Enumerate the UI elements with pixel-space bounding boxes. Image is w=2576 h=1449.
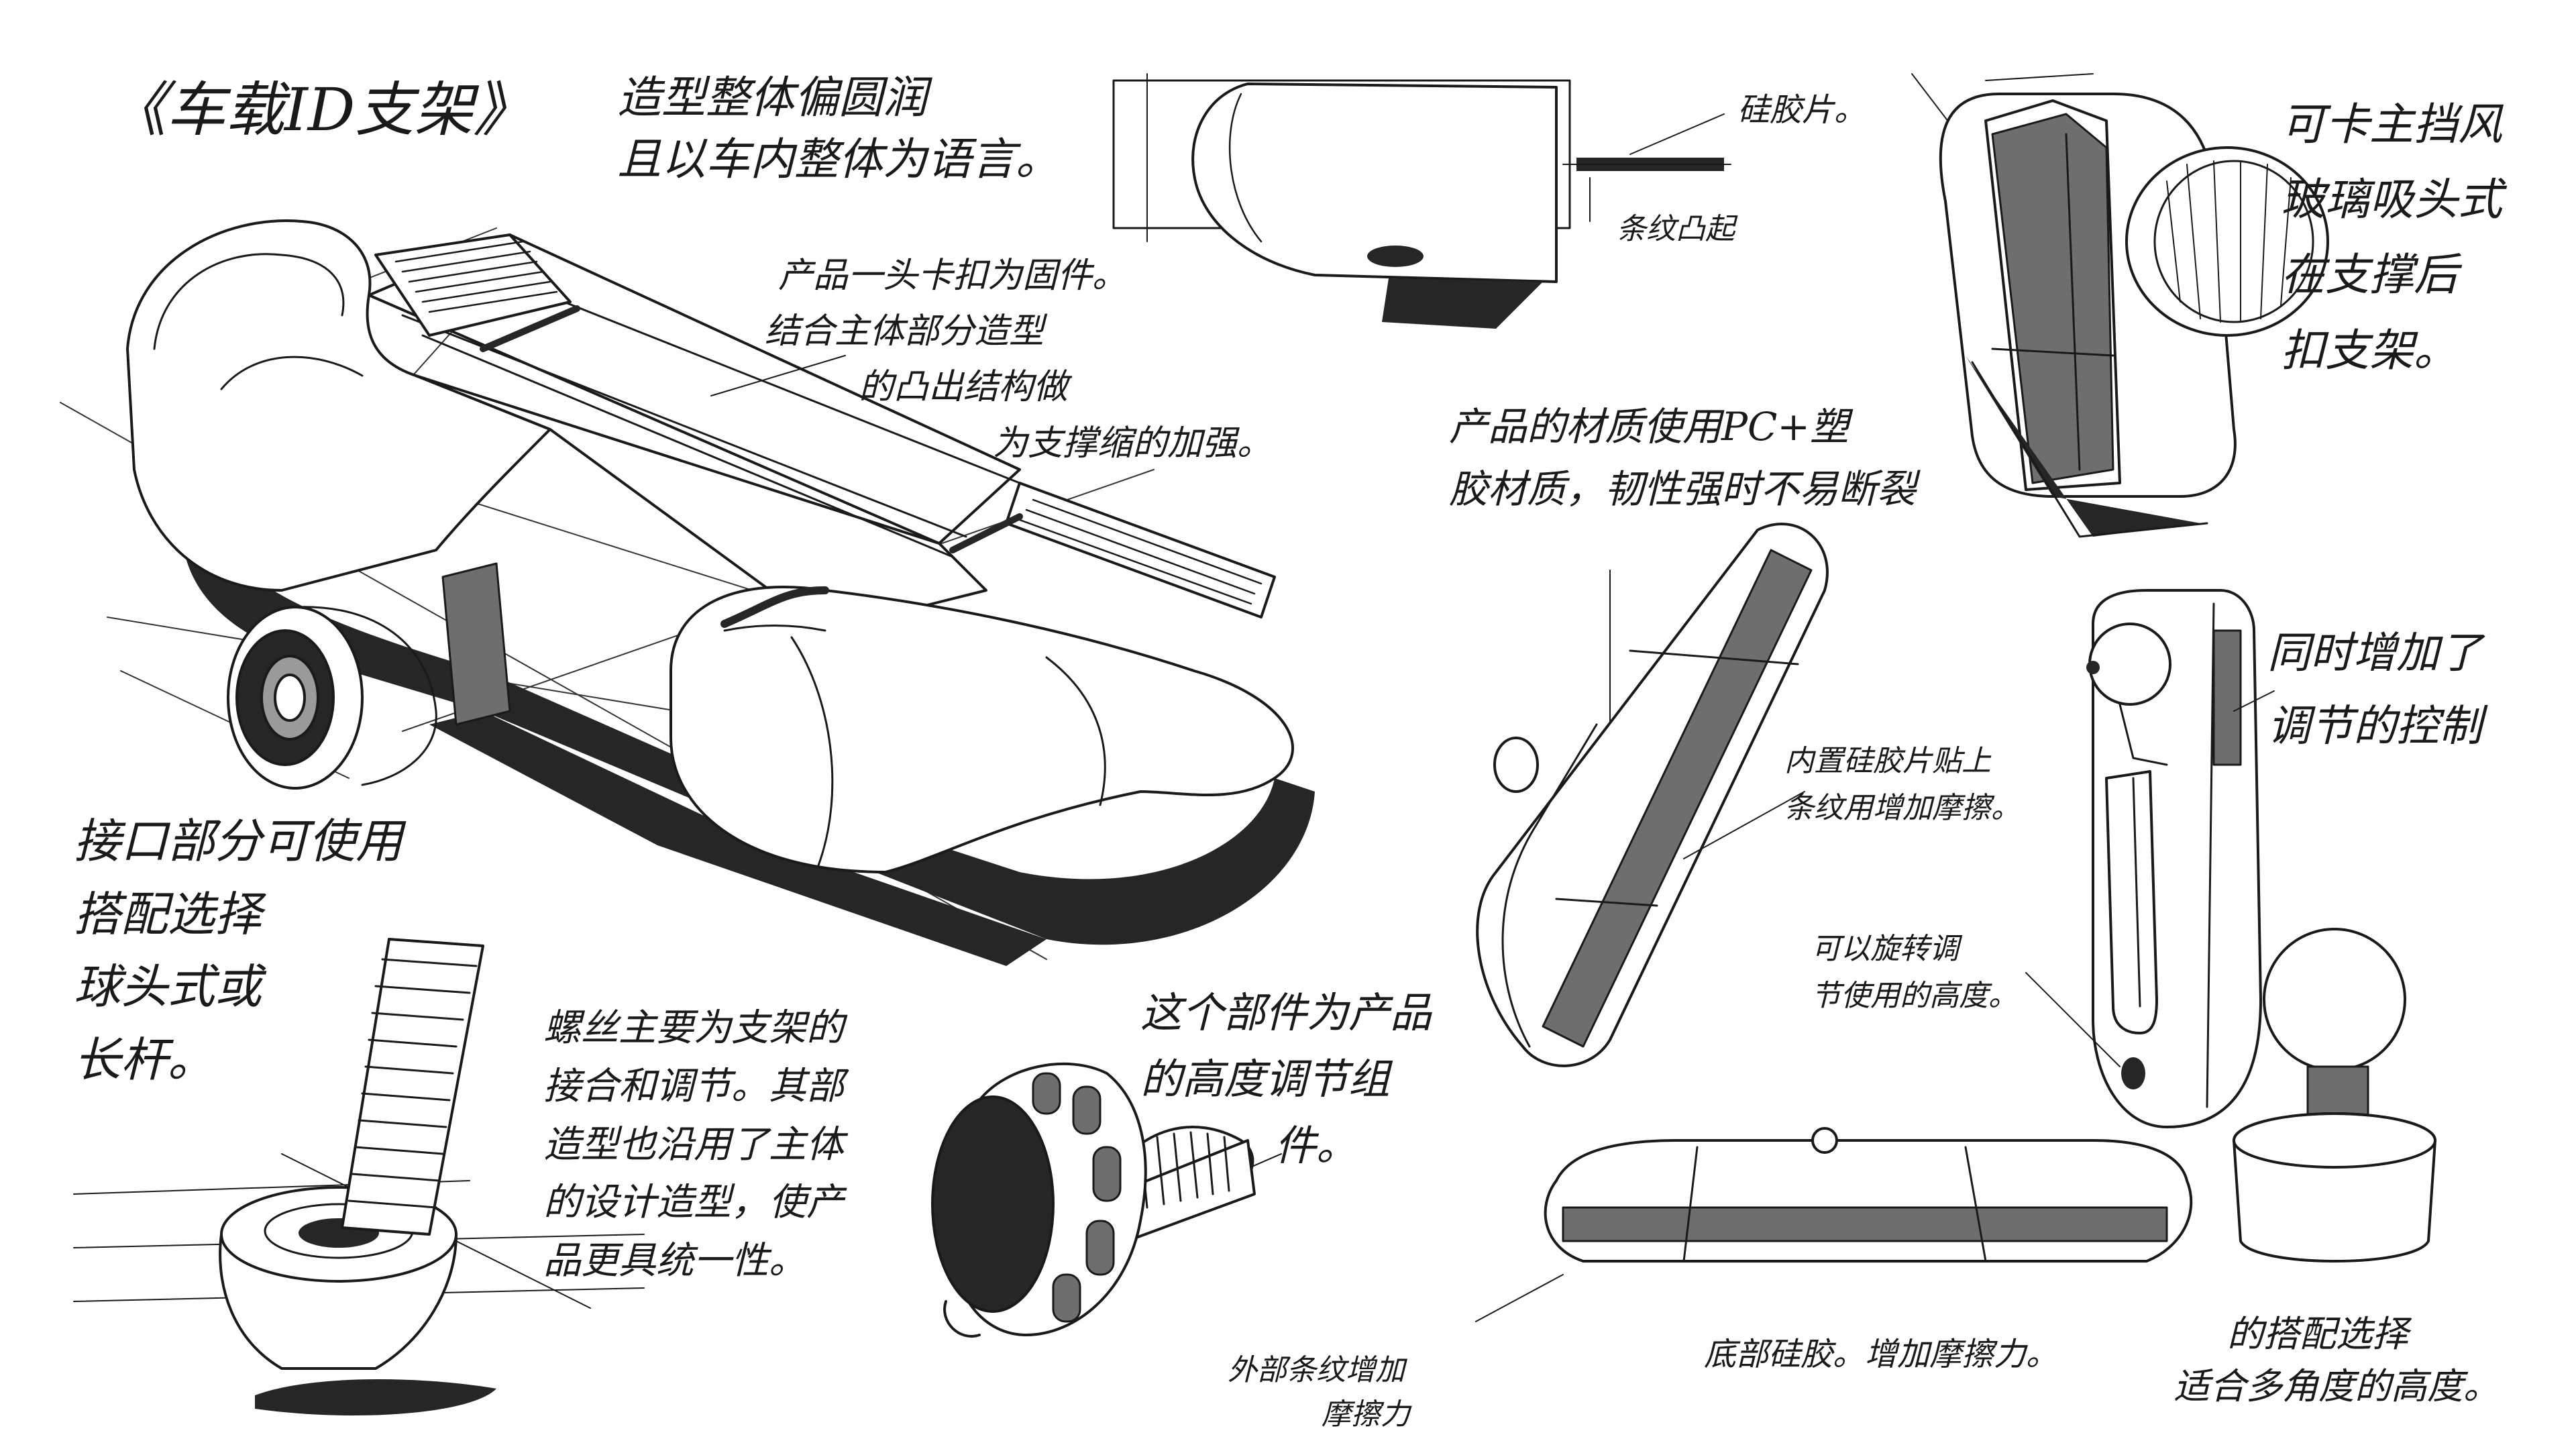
note-line: 造型整体偏圆润 — [617, 72, 927, 123]
form-language-note: 造型整体偏圆润 且以车内整体为语言。 — [617, 67, 1060, 191]
note-line: 结合主体部分造型 — [765, 311, 1044, 352]
knob-texture-note: 外部条纹增加 摩擦力 — [1228, 1348, 1410, 1437]
film-detail-sketch — [1112, 73, 1731, 329]
ball-note: 的搭配选择 适合多角度的高度。 — [2174, 1308, 2500, 1413]
center-part-note: 产品一头卡扣为固件。 结合主体部分造型 的凸出结构做 为支撑缩的加强。 — [765, 248, 1273, 472]
note-line: 在支撑后 — [2281, 249, 2458, 301]
screw-note: 螺丝主要为支架的 接合和调节。其部 造型也沿用了主体 的设计造型，使产 品更具统… — [543, 1000, 844, 1291]
arm-sketch — [2086, 589, 2262, 1128]
ball-joint-sketch — [2233, 928, 2436, 1263]
note-line: 适合多角度的高度。 — [2174, 1365, 2500, 1408]
note-line: 玻璃吸头式 — [2281, 174, 2502, 226]
leader-lines — [710, 355, 2275, 1067]
note-line: 可卡主挡风 — [2281, 99, 2502, 150]
note-line: 产品的材质使用PC+塑 — [1449, 404, 1849, 449]
inner-grip-note: 内置硅胶片贴上 条纹用增加摩擦。 — [1784, 738, 2021, 833]
note-line: 且以车内整体为语言。 — [617, 133, 1060, 186]
note-line: 球头式或 — [74, 959, 262, 1014]
note-line: 造型也沿用了主体 — [543, 1122, 844, 1167]
bottom-bar-sketch — [1475, 1127, 2193, 1322]
note-line: 外部条纹增加 — [1228, 1353, 1405, 1387]
clip-sketch — [1911, 73, 2329, 538]
note-line: 内置硅胶片贴上 — [1784, 744, 1991, 778]
note-line: 可以旋转调 — [1811, 932, 1959, 966]
holder-sketch — [1476, 523, 1829, 1067]
interface-note: 接口部分可使用 搭配选择 球头式或 长杆。 — [74, 805, 402, 1096]
note-line: 的设计造型，使产 — [543, 1181, 844, 1225]
note-line: 搭配选择 — [74, 886, 262, 942]
note-line: 条纹用增加摩擦。 — [1784, 791, 2021, 826]
knob-note: 这个部件为产品 的高度调节组 件。 — [1140, 979, 1432, 1179]
note-line: 品更具统一性。 — [543, 1239, 806, 1283]
note-line: 摩擦力 — [1322, 1397, 1410, 1432]
main-mount-sketch — [60, 219, 1315, 966]
knob-sketch — [931, 1062, 1282, 1338]
note-line: 调节的控制 — [2267, 701, 2482, 751]
note-line: 长杆。 — [74, 1032, 215, 1087]
note-line: 螺丝主要为支架的 — [543, 1006, 844, 1050]
note-line: 产品一头卡扣为固件。 — [778, 256, 1128, 296]
note-line: 的搭配选择 — [2227, 1313, 2408, 1355]
film-note: 硅胶片。 — [1737, 91, 1867, 129]
bottom-bar-note: 底部硅胶。增加摩擦力。 — [1704, 1336, 2059, 1373]
note-line: 件。 — [1275, 1121, 1358, 1171]
slot-note: 可以旋转调 节使用的高度。 — [1811, 926, 2018, 1020]
material-note: 产品的材质使用PC+塑 胶材质，韧性强时不易断裂 — [1449, 396, 1916, 521]
note-line: 接口部分可使用 — [74, 814, 402, 869]
note-line: 节使用的高度。 — [1811, 979, 2018, 1014]
note-line: 为支撑缩的加强。 — [993, 423, 1273, 464]
note-line: 的高度调节组 — [1140, 1055, 1391, 1104]
note-line: 扣支架。 — [2281, 324, 2458, 376]
note-line: 这个部件为产品 — [1140, 988, 1432, 1037]
page-title: 《车载ID支架》 — [107, 75, 533, 144]
note-line: 的凸出结构做 — [859, 367, 1069, 408]
texture-note: 条纹凸起 — [1617, 212, 1735, 246]
note-line: 胶材质，韧性强时不易断裂 — [1449, 466, 1917, 512]
screw-sketch — [73, 938, 645, 1415]
note-line: 接合和调节。其部 — [543, 1064, 844, 1108]
ball-mount-note: 同时增加了 调节的控制 — [2267, 617, 2482, 763]
clip-note: 可卡主挡风 玻璃吸头式 在支撑后 扣支架。 — [2281, 87, 2502, 388]
note-line: 同时增加了 — [2267, 629, 2482, 678]
